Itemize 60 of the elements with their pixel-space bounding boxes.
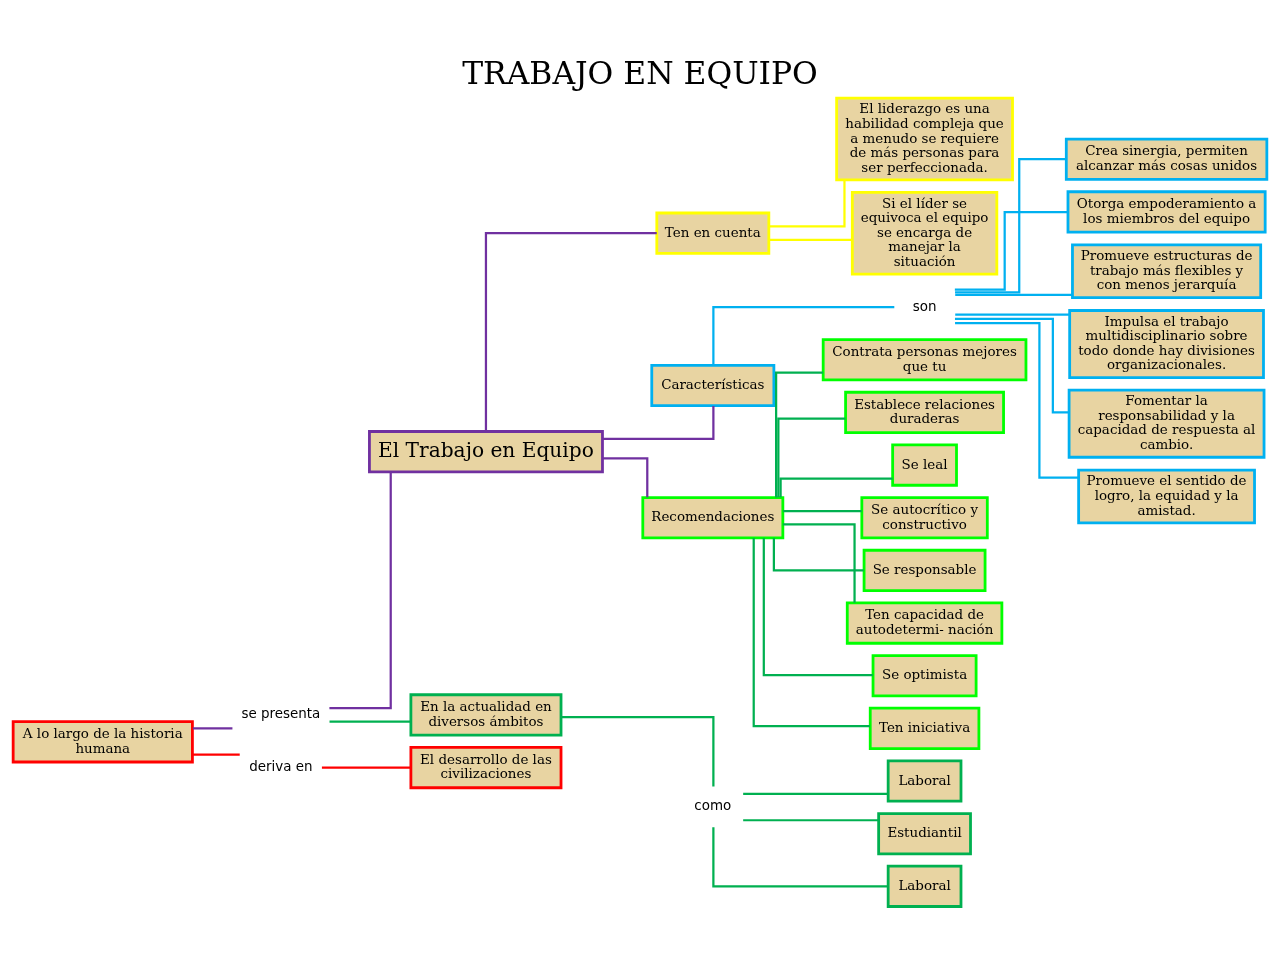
node-box: Contrata personas mejores que tu	[821, 337, 1028, 381]
node-box: Establece relaciones duraderas	[844, 390, 1005, 434]
connector	[777, 417, 846, 497]
connector	[752, 537, 871, 727]
connector	[955, 313, 1070, 316]
connector	[712, 826, 888, 887]
connector	[772, 537, 864, 572]
node-box: Impulsa el trabajo multidisciplinario sobre todo donde hay divisiones organizacionales.	[1068, 308, 1265, 379]
connector	[775, 371, 824, 498]
node-box: Promueve el sentido de logro, la equidad y la amistad.	[1077, 468, 1256, 524]
node-box: Se leal	[891, 443, 958, 487]
connector	[329, 720, 411, 723]
node-box: Estudiantil	[877, 811, 972, 855]
connector	[321, 765, 411, 769]
node-text: se presenta	[241, 705, 321, 721]
node-box: Recomendaciones	[641, 495, 785, 539]
connector	[769, 179, 846, 228]
node-box: El liderazgo es una habilidad compleja que a menudo se requiere de más personas para ser perfeccionada.	[835, 96, 1014, 181]
connector	[954, 210, 1068, 291]
connector	[743, 818, 879, 821]
node-box: Fomentar la responsabilidad y la capacidad de respuesta al cambio.	[1067, 388, 1266, 459]
diagram-title: TRABAJO EN EQUIPO	[462, 54, 818, 91]
connector	[561, 715, 715, 786]
connector	[955, 321, 1079, 479]
node-box: Promueve estructuras de trabajo más flexibles y con menos jerarquía	[1071, 243, 1263, 299]
node-box: Se responsable	[862, 548, 987, 592]
connector	[329, 471, 392, 709]
connector	[712, 305, 895, 365]
connector	[762, 537, 873, 676]
node-box: Características	[650, 363, 776, 407]
connector	[192, 726, 233, 729]
connector	[743, 792, 888, 795]
connector	[783, 509, 862, 512]
connector	[779, 476, 893, 497]
node-text: deriva en	[249, 758, 313, 774]
connector	[192, 753, 240, 756]
node-box: Si el líder se equivoca el equipo se encarga de manejar la situación	[850, 190, 999, 275]
node-text: como	[694, 797, 732, 813]
node-box: Se optimista	[871, 653, 978, 697]
node-box: Ten capacidad de autodetermi- nación	[845, 601, 1004, 645]
node-box: Se autocrítico y constructivo	[860, 495, 989, 539]
connector	[955, 293, 1072, 296]
node-box: El desarrollo de las civilizaciones	[409, 745, 563, 789]
connector	[954, 317, 1069, 414]
connector	[484, 231, 657, 431]
node-text: son	[912, 298, 937, 314]
node-box: En la actualidad en diversos ámbitos	[409, 692, 563, 736]
connector	[955, 157, 1067, 293]
node-box: Otorga empoderamiento a los miembros del equipo	[1066, 189, 1267, 233]
node-box: Laboral	[886, 758, 963, 803]
node-box: Laboral	[886, 864, 963, 908]
node-box: Ten en cuenta	[655, 211, 771, 255]
connector	[602, 456, 649, 497]
node-box: A lo largo de la historia humana	[11, 719, 194, 763]
connector	[602, 405, 715, 440]
node-box: El Trabajo en Equipo	[368, 429, 604, 473]
connector	[769, 238, 853, 241]
node-box: Ten iniciativa	[868, 706, 981, 750]
node-box: Crea sinergia, permiten alcanzar más cosas unidos	[1064, 137, 1269, 181]
connector	[782, 522, 856, 603]
